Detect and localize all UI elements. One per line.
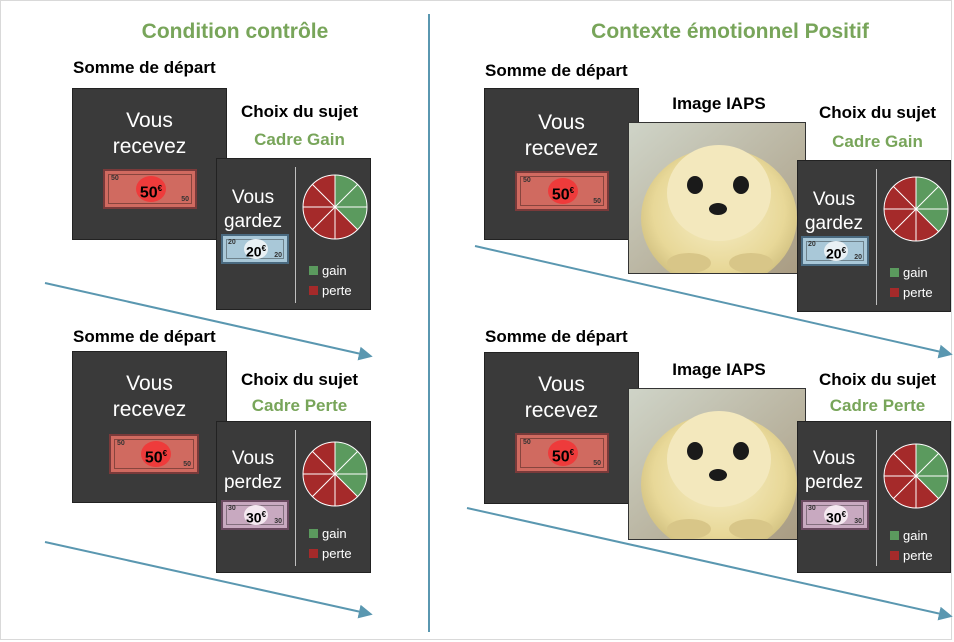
- start-amount-label: Somme de départ: [485, 327, 628, 346]
- gain-perte-pie-icon: [883, 443, 949, 509]
- receive-text-line2: recevez: [524, 399, 599, 422]
- right-panel-heading: Contexte émotionnel Positif: [591, 20, 869, 43]
- choice-text-line1: Vous: [231, 187, 275, 208]
- timeline-arrow: [474, 245, 953, 359]
- banknote-value: 50€: [141, 441, 171, 467]
- gain-perte-pie-icon: [883, 176, 949, 242]
- choice-text-line1: Vous: [812, 448, 856, 469]
- receive-text-line1: Vous: [538, 373, 585, 396]
- frame-label: Cadre Perte: [829, 396, 926, 415]
- subject-choice-title: Choix du sujet: [818, 370, 937, 389]
- baby-seal-photo: [628, 388, 806, 540]
- receive-text-line2: recevez: [112, 135, 187, 158]
- subject-choice-title: Choix du sujet: [818, 103, 937, 122]
- receive-screen: Vous recevez 50 50 50€: [484, 352, 639, 504]
- image-iaps-label: Image IAPS: [672, 94, 766, 113]
- banknote-value: 30€: [244, 505, 268, 526]
- legend-perte: perte: [309, 283, 352, 298]
- choice-screen: Vous perdez gain perte: [797, 421, 951, 573]
- legend-perte: perte: [309, 546, 352, 561]
- start-amount-label: Somme de départ: [485, 61, 628, 80]
- choice-text-line2: perdez: [804, 472, 864, 493]
- choice-text-line2: gardez: [223, 211, 283, 232]
- legend-gain: gain: [890, 528, 928, 543]
- receive-screen: Vous recevez 50 50 50€: [72, 351, 227, 503]
- banknote-50: 50 50 50€: [103, 169, 197, 209]
- banknote-50: 50 50 50€: [515, 433, 609, 473]
- subject-choice-title: Choix du sujet: [240, 370, 359, 389]
- banknote-30: 30 30 30€: [221, 500, 289, 530]
- frame-label: Cadre Gain: [832, 132, 923, 151]
- choice-text-line2: gardez: [804, 213, 864, 234]
- choice-text-line1: Vous: [231, 448, 275, 469]
- legend-gain: gain: [309, 526, 347, 541]
- frame-label: Cadre Gain: [254, 130, 345, 149]
- receive-text-line1: Vous: [538, 111, 585, 134]
- start-amount-label: Somme de départ: [73, 58, 216, 77]
- receive-screen: Vous recevez 50 50 50€: [72, 88, 227, 240]
- banknote-50: 50 50 50€: [515, 171, 609, 211]
- banknote-20: 20 20 20€: [801, 236, 869, 266]
- banknote-value: 20€: [824, 241, 848, 262]
- start-amount-label: Somme de départ: [73, 327, 216, 346]
- subject-choice-title: Choix du sujet: [240, 102, 359, 121]
- legend-gain: gain: [890, 265, 928, 280]
- timeline-arrow: [44, 282, 373, 361]
- legend-perte: perte: [890, 285, 933, 300]
- banknote-50: 50 50 50€: [109, 434, 199, 474]
- receive-text-line1: Vous: [126, 109, 173, 132]
- receive-text-line2: recevez: [112, 398, 187, 421]
- banknote-value: 50€: [548, 440, 578, 466]
- choice-text-line1: Vous: [812, 189, 856, 210]
- frame-label: Cadre Perte: [251, 396, 348, 415]
- gain-perte-pie-icon: [302, 174, 368, 240]
- image-iaps-label: Image IAPS: [672, 360, 766, 379]
- banknote-value: 30€: [824, 505, 848, 526]
- legend-gain: gain: [309, 263, 347, 278]
- receive-text-line1: Vous: [126, 372, 173, 395]
- left-panel-heading: Condition contrôle: [141, 20, 329, 43]
- timeline-arrow: [44, 541, 373, 619]
- banknote-value: 50€: [548, 178, 578, 204]
- banknote-30: 30 30 30€: [801, 500, 869, 530]
- baby-seal-photo: [628, 122, 806, 274]
- banknote-20: 20 20 20€: [221, 234, 289, 264]
- choice-screen: Vous perdez gain perte: [216, 421, 371, 573]
- choice-text-line2: perdez: [223, 472, 283, 493]
- banknote-value: 50€: [136, 176, 166, 202]
- banknote-value: 20€: [244, 239, 268, 260]
- timeline-arrow: [466, 507, 953, 621]
- receive-text-line2: recevez: [524, 137, 599, 160]
- receive-screen: Vous recevez 50 50 50€: [484, 88, 639, 240]
- panel-divider: [428, 14, 430, 632]
- legend-perte: perte: [890, 548, 933, 563]
- gain-perte-pie-icon: [302, 441, 368, 507]
